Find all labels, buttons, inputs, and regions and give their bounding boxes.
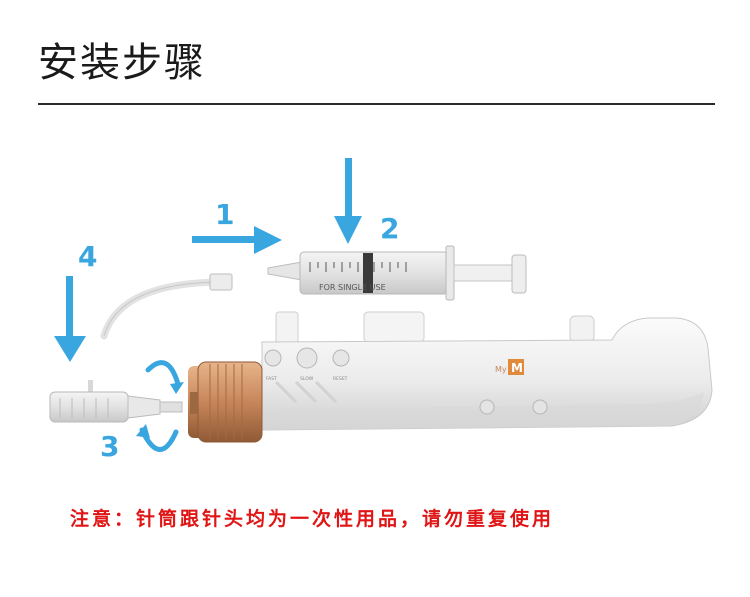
reset-button[interactable] xyxy=(333,350,349,366)
gold-front-nut xyxy=(188,362,262,442)
syringe: FOR SINGLE USE xyxy=(268,246,526,300)
slow-button-label: SLOW xyxy=(300,376,314,382)
needle-cartridge xyxy=(50,380,182,422)
svg-text:M: M xyxy=(511,361,523,375)
step-number-1: 1 xyxy=(215,198,234,231)
fast-button-label: FAST xyxy=(266,376,277,382)
step-number-2: 2 xyxy=(380,212,399,245)
injector-device: FAST SLOW RESET My M xyxy=(188,312,712,442)
reset-button-label: RESET xyxy=(333,376,348,382)
mode-button[interactable] xyxy=(533,400,547,414)
arrow-step-4 xyxy=(54,276,86,362)
arrow-step-1 xyxy=(192,226,282,254)
arrow-step-2 xyxy=(334,158,362,244)
svg-text:My: My xyxy=(495,365,507,374)
step-number-4: 4 xyxy=(78,240,97,273)
slow-button[interactable] xyxy=(297,348,317,368)
fast-button[interactable] xyxy=(265,350,281,366)
step-number-3: 3 xyxy=(100,430,119,463)
power-button[interactable] xyxy=(480,400,494,414)
syringe-label: FOR SINGLE USE xyxy=(319,283,386,292)
needle-tubing xyxy=(104,274,232,336)
disposable-warning-note: 注意：针筒跟针头均为一次性用品，请勿重复使用 xyxy=(70,504,690,531)
